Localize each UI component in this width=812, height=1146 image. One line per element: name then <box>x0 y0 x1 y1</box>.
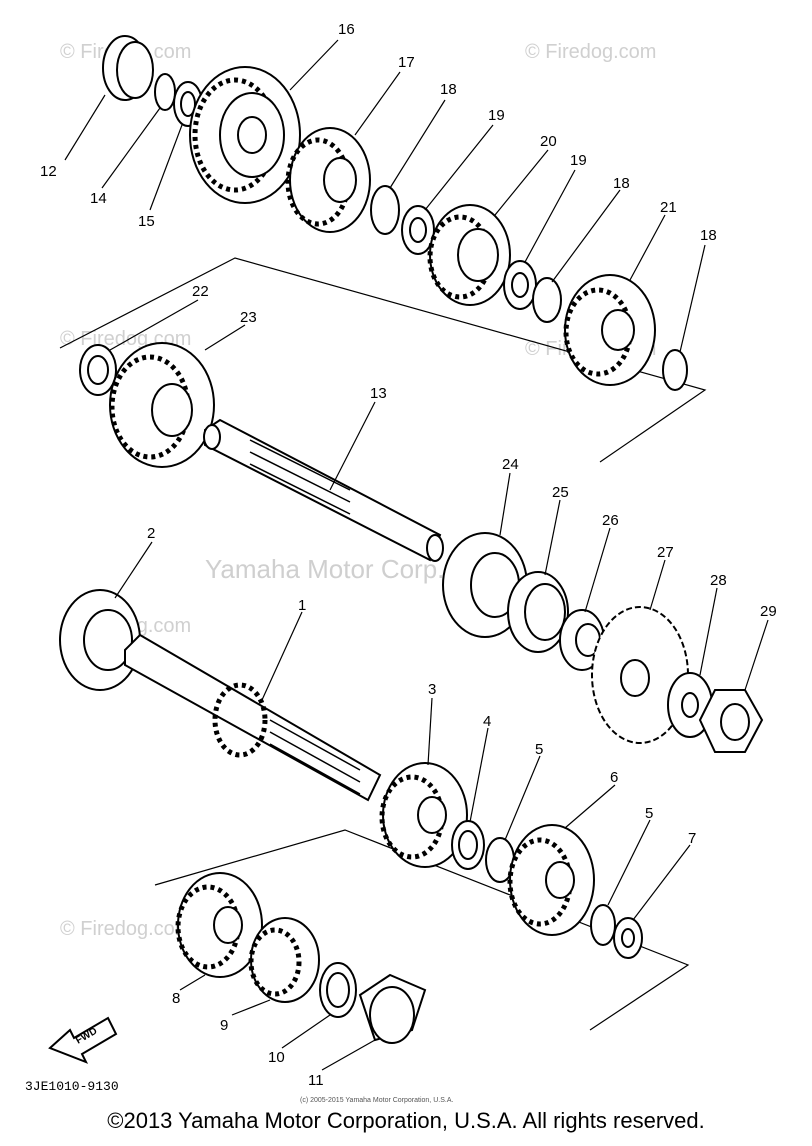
callout-26: 26 <box>602 512 619 529</box>
callout-20: 20 <box>540 133 557 150</box>
part-11-bushing <box>358 973 427 1044</box>
part-29-nut <box>698 689 764 753</box>
callout-15: 15 <box>138 213 155 230</box>
callout-21: 21 <box>660 199 677 216</box>
callout-28: 28 <box>710 572 727 589</box>
part-25-oil-seal <box>507 571 569 653</box>
callout-2: 2 <box>147 525 155 542</box>
part-23-gear <box>109 342 215 468</box>
callout-1: 1 <box>298 597 306 614</box>
main-axle-group-outline <box>59 257 707 463</box>
callout-22: 22 <box>192 283 209 300</box>
part-17-gear <box>285 127 371 233</box>
part-2-bearing <box>59 589 141 691</box>
callout-18-c: 18 <box>700 227 717 244</box>
part-18-circlip-b <box>532 277 562 323</box>
part-3-gear <box>379 762 468 868</box>
callout-18-b: 18 <box>613 175 630 192</box>
callout-24: 24 <box>502 456 519 473</box>
callout-3: 3 <box>428 681 436 698</box>
part-21-gear <box>563 274 656 386</box>
part-16-gear <box>189 66 301 204</box>
part-18-circlip-a <box>370 185 400 235</box>
callout-8: 8 <box>172 990 180 1007</box>
diagram-part-code: 3JE1010-9130 <box>25 1079 119 1094</box>
part-5-circlip-b <box>590 904 616 946</box>
part-7-washer <box>613 917 643 959</box>
part-14-circlip <box>154 73 176 111</box>
part-27-sprocket <box>591 606 689 744</box>
callout-5-b: 5 <box>645 805 653 822</box>
watermark-bottom-left: © Firedog.com <box>60 918 191 940</box>
part-4-washer <box>451 820 485 870</box>
part-22-washer <box>79 344 117 396</box>
callout-19-a: 19 <box>488 107 505 124</box>
callout-17: 17 <box>398 54 415 71</box>
callout-6: 6 <box>610 769 618 786</box>
part-12-bearing <box>102 35 154 101</box>
callout-23: 23 <box>240 309 257 326</box>
part-26-collar <box>559 609 605 671</box>
watermark-top-right: © Firedog.com <box>525 41 656 63</box>
part-1-drive-axle <box>124 633 382 802</box>
callout-13: 13 <box>370 385 387 402</box>
leader-lines <box>64 39 769 1071</box>
part-13-main-axle <box>203 418 444 562</box>
part-19-washer-a <box>401 205 435 255</box>
callout-5-a: 5 <box>535 741 543 758</box>
callout-25: 25 <box>552 484 569 501</box>
callout-7: 7 <box>688 830 696 847</box>
part-6-gear <box>507 824 595 936</box>
callout-10: 10 <box>268 1049 285 1066</box>
part-18-circlip-c <box>662 349 688 391</box>
callout-16: 16 <box>338 21 355 38</box>
part-10-washer <box>319 962 357 1018</box>
footer-copyright: ©2013 Yamaha Motor Corporation, U.S.A. A… <box>107 1108 705 1133</box>
callout-18-a: 18 <box>440 81 457 98</box>
callout-14: 14 <box>90 190 107 207</box>
callout-27: 27 <box>657 544 674 561</box>
callout-4: 4 <box>483 713 491 730</box>
callout-11: 11 <box>308 1072 324 1089</box>
callout-9: 9 <box>220 1017 228 1034</box>
callout-19-b: 19 <box>570 152 587 169</box>
callout-29: 29 <box>760 603 777 620</box>
callout-12: 12 <box>40 163 57 180</box>
fwd-arrow-icon: FWD <box>48 1016 118 1064</box>
part-19-washer-b <box>503 260 537 310</box>
tiny-copyright-notice: (c) 2005-2015 Yamaha Motor Corporation, … <box>300 1097 453 1104</box>
part-24-bearing <box>442 532 528 638</box>
part-9-gear <box>248 917 320 1003</box>
part-20-gear <box>427 204 511 306</box>
part-8-gear <box>175 872 263 978</box>
